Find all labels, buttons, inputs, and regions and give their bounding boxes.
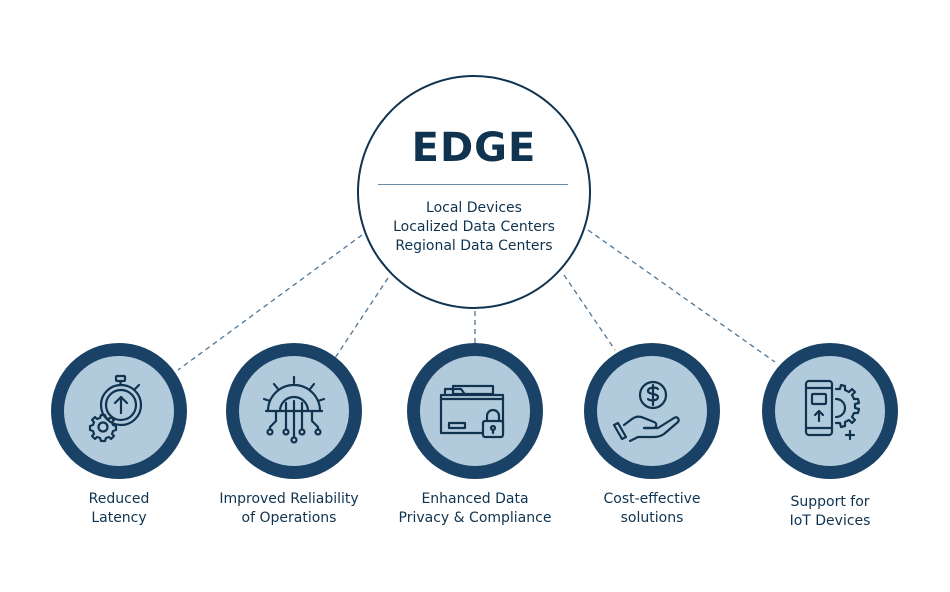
folder-lock-icon <box>439 384 505 439</box>
benefit-label-cost-effective: Cost-effective solutions <box>603 491 701 526</box>
gear-circuit-icon <box>262 375 326 444</box>
hub-title: EDGE <box>411 125 537 171</box>
stopwatch-gear-icon <box>88 374 143 443</box>
phone-gear-icon <box>804 379 861 441</box>
connector-line-1 <box>177 234 363 371</box>
connector-line-2 <box>334 277 389 359</box>
benefit-node-iot-support <box>762 343 898 479</box>
hand-coin-dollar-icon <box>612 380 680 443</box>
benefit-node-enhanced-data-privacy <box>407 343 543 479</box>
edge-hub-circle: EDGE Local Devices Localized Data Center… <box>357 75 591 309</box>
hub-item-localized-data-centers: Localized Data Centers <box>393 219 555 235</box>
hub-item-local-devices: Local Devices <box>426 200 522 216</box>
benefit-label-improved-reliability: Improved Reliability of Operations <box>219 491 359 526</box>
benefit-label-reduced-latency: Reduced Latency <box>88 491 150 526</box>
benefit-node-reduced-latency <box>51 343 187 479</box>
hub-divider <box>378 184 568 185</box>
connector-line-5 <box>587 229 776 363</box>
hub-list: Local Devices Localized Data Centers Reg… <box>359 199 589 256</box>
hub-item-regional-data-centers: Regional Data Centers <box>395 238 553 254</box>
benefit-label-enhanced-data-privacy: Enhanced Data Privacy & Compliance <box>398 491 552 526</box>
benefit-label-iot-support: Support for IoT Devices <box>789 494 871 529</box>
benefit-node-improved-reliability <box>226 343 362 479</box>
connector-line-4 <box>563 274 616 351</box>
benefit-node-cost-effective <box>584 343 720 479</box>
